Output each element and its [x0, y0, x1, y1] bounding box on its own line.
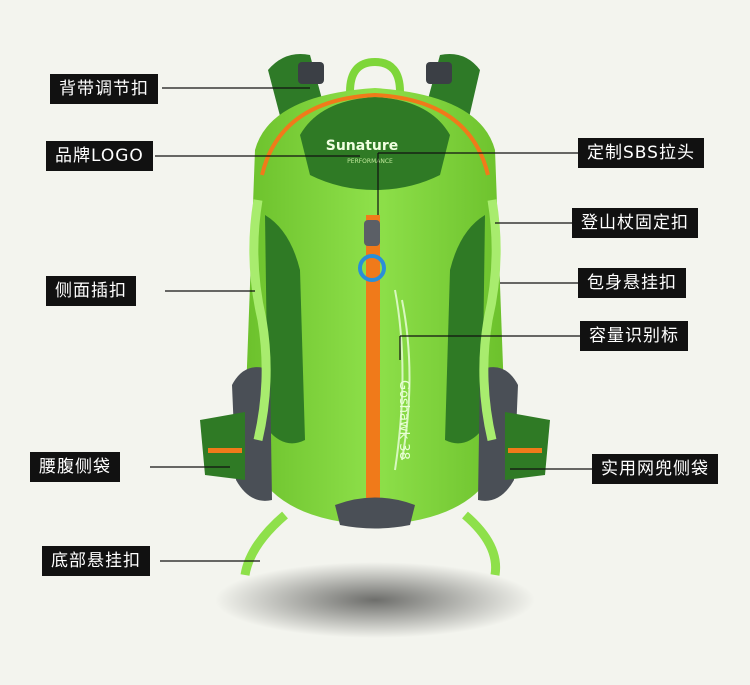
- right-leader-lines: [377, 152, 592, 470]
- callout-capacity-tag: 容量识别标: [580, 321, 688, 351]
- brand-logo-text: Sunature: [326, 138, 399, 154]
- left-hip-belt: [200, 412, 245, 480]
- model-label: Goshawk 38: [396, 380, 411, 460]
- callout-hip-pocket: 腰腹侧袋: [30, 452, 120, 482]
- callout-mesh-pocket: 实用网兜侧袋: [592, 454, 718, 484]
- left-hip-zip: [208, 448, 242, 453]
- left-compression-strap: [249, 199, 271, 442]
- callout-shoulder-buckle: 背带调节扣: [50, 74, 158, 104]
- callout-pole-holder: 登山杖固定扣: [572, 208, 698, 238]
- left-leader-lines: [150, 87, 360, 562]
- right-hip-zip: [508, 448, 542, 453]
- center-zipper: [366, 215, 380, 505]
- left-bottom-loop: [240, 511, 288, 576]
- callout-bottom-loop: 底部悬挂扣: [42, 546, 150, 576]
- right-bottom-loop: [462, 511, 501, 576]
- floor-shadow: [215, 562, 535, 638]
- right-side-panel: [445, 215, 485, 444]
- bottom-patch: [335, 497, 415, 529]
- right-strap-buckle: [426, 62, 452, 84]
- callout-side-buckle: 侧面插扣: [46, 276, 136, 306]
- right-compression-strap: [479, 199, 501, 442]
- top-panel: [300, 97, 450, 190]
- orange-piping: [260, 92, 490, 176]
- left-strap-buckle: [298, 62, 324, 84]
- callout-sbs-puller: 定制SBS拉头: [578, 138, 704, 168]
- zipper-puller: [364, 220, 380, 246]
- callout-brand-logo: 品牌LOGO: [46, 141, 153, 171]
- decor-line-2: [401, 299, 411, 461]
- top-handle: [346, 57, 404, 93]
- decor-line: [394, 289, 404, 471]
- brand-tagline: PERFORMANCE: [347, 158, 393, 165]
- callout-body-loop: 包身悬挂扣: [578, 268, 686, 298]
- zipper-ring: [358, 254, 386, 282]
- left-side-panel: [265, 215, 305, 444]
- right-hip-belt: [505, 412, 550, 480]
